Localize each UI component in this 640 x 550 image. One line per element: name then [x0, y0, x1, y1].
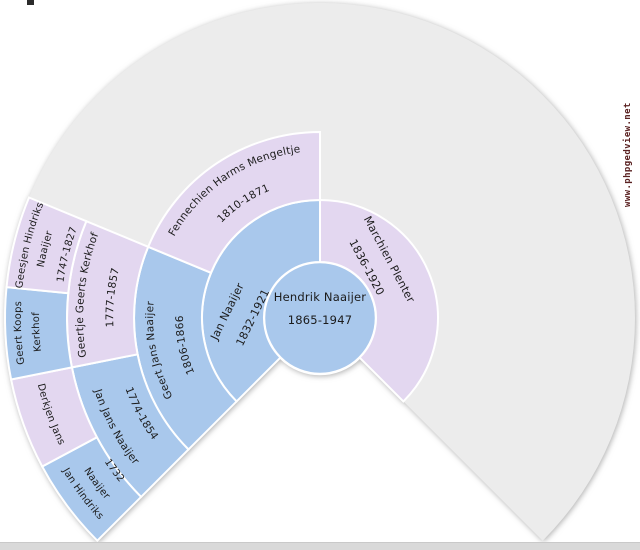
label-hendrik-naaijer: Hendrik Naaijer [274, 290, 367, 304]
sector-geesjen-hindriks-naaijer[interactable] [5, 196, 88, 295]
page-artifact-mark [27, 0, 34, 5]
label-geert-koops-kerkhof: Kerkhof [31, 312, 44, 353]
label-geert-koops-kerkhof: Geert Koops [13, 301, 28, 366]
phpgedview-watermark-link[interactable]: www.phpgedview.net [622, 102, 633, 207]
bottom-scrollbar-track[interactable] [0, 542, 640, 550]
label-hendrik-naaijer: 1865-1947 [288, 313, 352, 327]
sector-marchien-plenter[interactable] [319, 198, 439, 403]
sector-fennechien-harms-mengeltje[interactable] [146, 130, 321, 275]
